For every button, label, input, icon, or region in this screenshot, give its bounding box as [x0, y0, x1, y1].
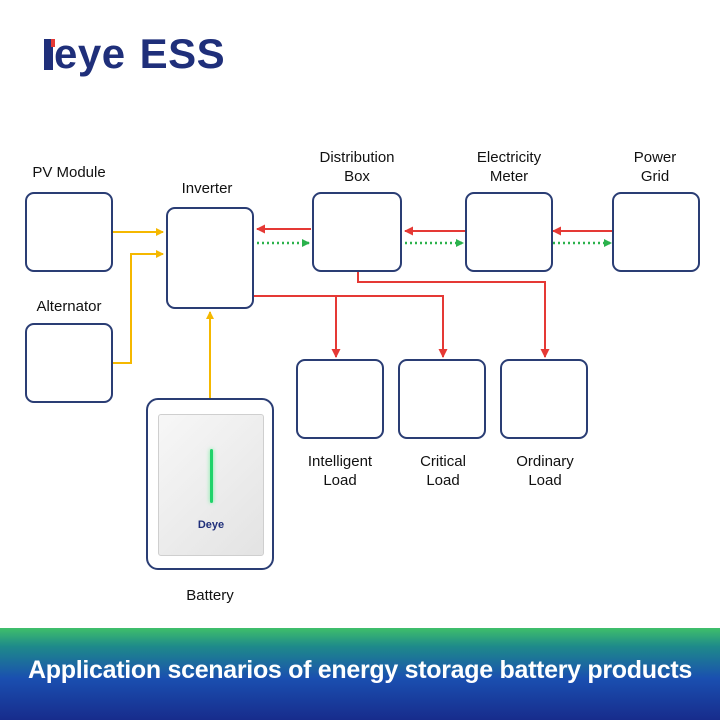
critical-load-label-line2: Load — [426, 472, 460, 489]
power-grid-label-line2: Grid — [640, 168, 670, 185]
power-grid-label-line1: Power — [633, 149, 677, 166]
distribution-box-label-line2: Box — [344, 168, 370, 185]
distribution-box-label-line1: Distribution — [319, 149, 395, 166]
ac-connections — [253, 224, 613, 358]
battery-status-led — [210, 449, 213, 503]
critical-load-node — [398, 359, 486, 439]
electricity-meter-label-line2: Meter — [489, 168, 529, 185]
inverter-to-critical-load-line — [253, 295, 448, 358]
alternator-node — [25, 323, 113, 403]
electricity-meter-label-line1: Electricity — [476, 149, 542, 166]
intelligent-load-label-line1: Intelligent — [307, 453, 373, 470]
footer-banner — [0, 628, 720, 720]
ordinary-load-label-line1: Ordinary — [516, 453, 574, 470]
battery-icon: Deye — [158, 414, 264, 556]
critical-load-label: Critical Load — [388, 452, 498, 490]
intelligent-load-node — [296, 359, 384, 439]
ordinary-load-label-line2: Load — [528, 472, 562, 489]
logo-suffix: ESS — [139, 30, 226, 77]
distbox-to-ordinary-load-line — [357, 272, 550, 358]
alternator-label: Alternator — [36, 298, 102, 315]
ordinary-load-node — [500, 359, 588, 439]
distribution-box-label: Distribution Box — [302, 148, 412, 186]
intelligent-load-label-line2: Load — [323, 472, 357, 489]
intelligent-load-label: Intelligent Load — [285, 452, 395, 490]
distribution-box-node — [312, 192, 402, 272]
electricity-meter-node — [465, 192, 553, 272]
battery-node: Deye — [146, 398, 274, 570]
power-grid-node — [612, 192, 700, 272]
battery-label: Battery — [186, 587, 234, 604]
inverter-label: Inverter — [181, 180, 233, 197]
inverter-node — [166, 207, 254, 309]
electricity-meter-label: Electricity Meter — [454, 148, 564, 186]
battery-brand-label: Deye — [197, 519, 225, 531]
pv-module-node — [25, 192, 113, 272]
power-grid-label: Power Grid — [600, 148, 710, 186]
critical-load-label-line1: Critical — [420, 453, 466, 470]
footer-caption: Application scenarios of energy storage … — [28, 656, 692, 684]
ordinary-load-label: Ordinary Load — [490, 452, 600, 490]
deye-logo-mark — [44, 38, 55, 70]
logo-brand: eye — [54, 30, 126, 77]
pv-module-label: PV Module — [32, 164, 106, 181]
inverter-to-intelligent-load-line — [253, 295, 341, 358]
dc-connections — [113, 228, 214, 398]
alternator-to-inverter-line — [113, 250, 164, 364]
deye-ess-logo: eye ESS — [44, 30, 225, 78]
